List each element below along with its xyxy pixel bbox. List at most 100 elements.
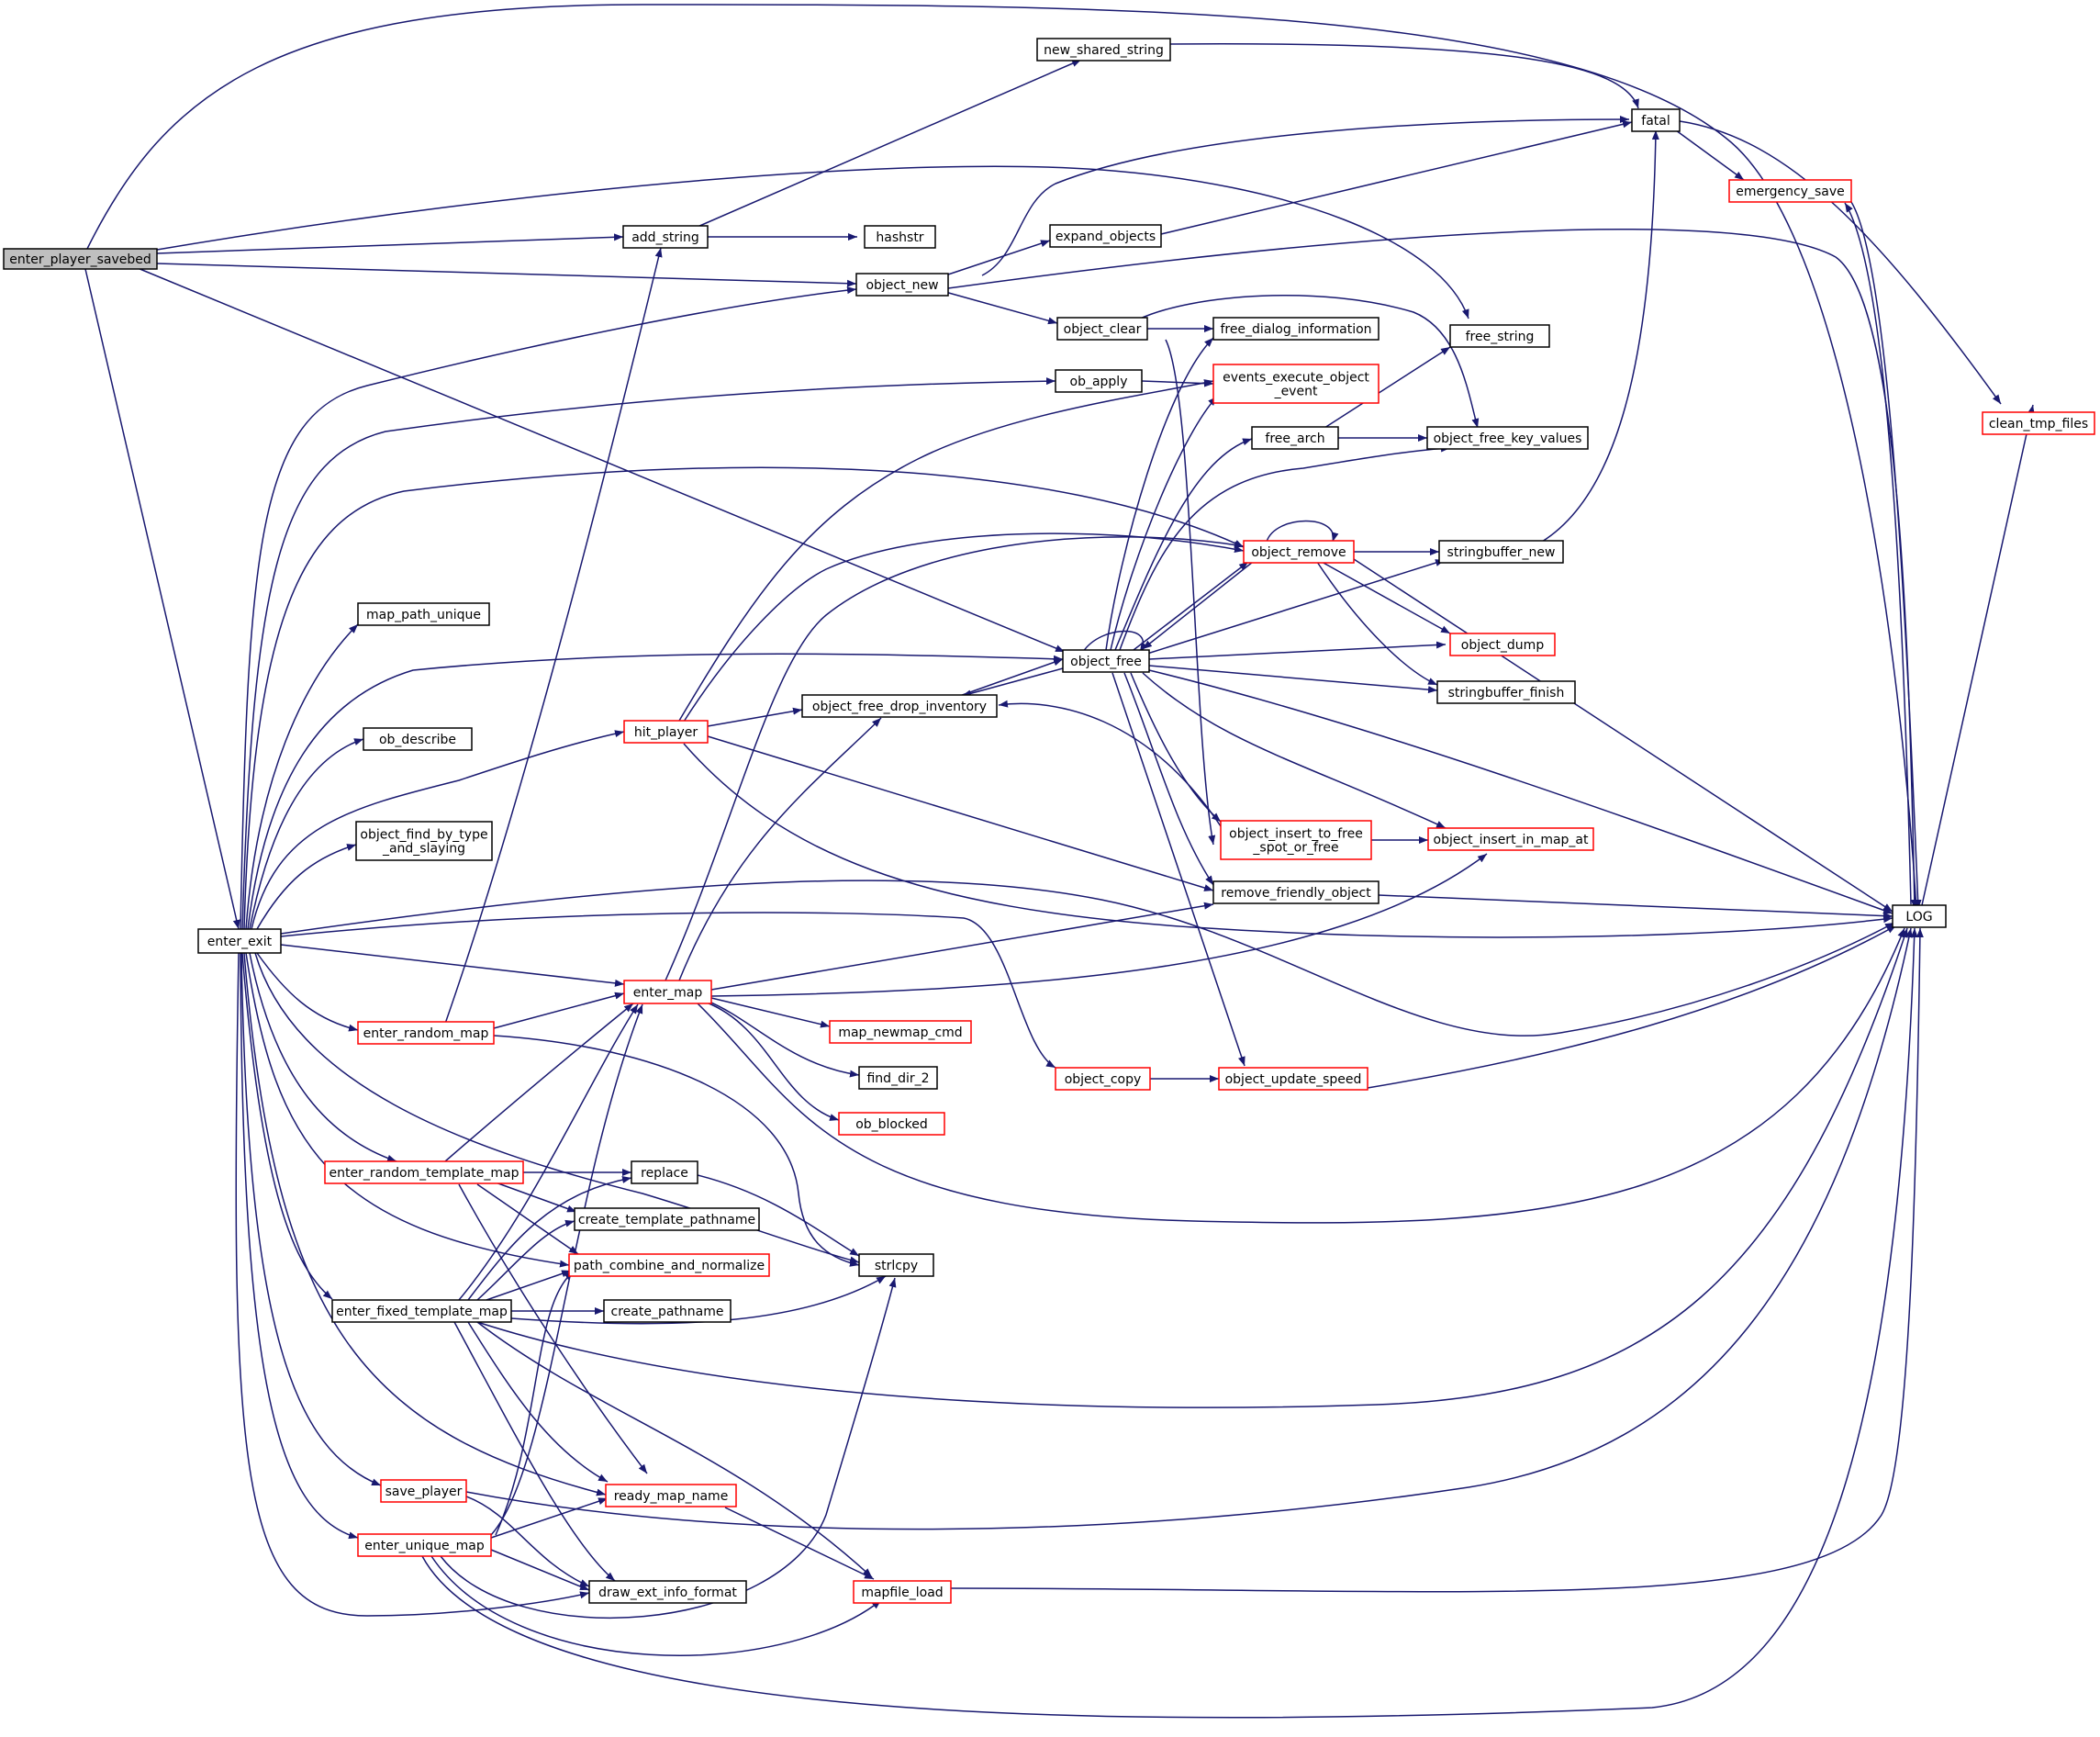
edge-object_remove-object_dump <box>1321 561 1451 634</box>
node-enter_random_map[interactable]: enter_random_map <box>357 1021 495 1045</box>
node-hashstr[interactable]: hashstr <box>864 225 936 249</box>
node-label: map_newmap_cmd <box>838 1025 962 1040</box>
node-label: object_free_drop_inventory <box>812 700 987 714</box>
node-object_free_drop_inventory[interactable]: object_free_drop_inventory <box>801 694 998 718</box>
node-box <box>1982 411 2095 435</box>
edge-add_string-new_shared_string <box>697 59 1082 228</box>
node-enter_player_savebed[interactable]: enter_player_savebed <box>3 248 158 270</box>
node-label: object_insert_to_free <box>1229 827 1363 842</box>
node-object_dump[interactable]: object_dump <box>1449 633 1556 656</box>
node-object_find_by_type_and_slaying[interactable]: object_find_by_type_and_slaying <box>355 821 493 861</box>
node-find_dir_2[interactable]: find_dir_2 <box>858 1066 938 1090</box>
node-remove_friendly_object[interactable]: remove_friendly_object <box>1212 880 1380 904</box>
node-mapfile_load[interactable]: mapfile_load <box>853 1580 952 1604</box>
edge-LOG-clean_tmp_files <box>1921 404 2035 906</box>
edge-enter_random_map-strlcpy <box>493 1035 860 1267</box>
node-label: object_new <box>866 278 938 293</box>
node-label: free_string <box>1466 330 1535 344</box>
node-object_copy[interactable]: object_copy <box>1055 1067 1151 1091</box>
edge-object_free-stringbuffer_new <box>1146 559 1446 655</box>
edge-enter_exit-object_remove <box>243 466 1245 930</box>
node-label: stringbuffer_finish <box>1448 686 1565 700</box>
node-enter_fixed_template_map[interactable]: enter_fixed_template_map <box>331 1299 512 1323</box>
edge-enter_exit-path_combine_and_normalize <box>245 952 570 1268</box>
node-map_newmap_cmd[interactable]: map_newmap_cmd <box>829 1020 972 1044</box>
edge-enter_unique_map-ready_map_name <box>490 1497 609 1539</box>
node-create_template_pathname[interactable]: create_template_pathname <box>574 1207 760 1231</box>
node-replace[interactable]: replace <box>631 1160 698 1184</box>
node-box <box>853 1580 952 1604</box>
node-object_clear[interactable]: object_clear <box>1056 317 1148 341</box>
node-ob_blocked[interactable]: ob_blocked <box>838 1112 945 1136</box>
edge-object_new-expand_objects <box>944 240 1051 276</box>
node-enter_random_template_map[interactable]: enter_random_template_map <box>324 1160 524 1184</box>
node-box <box>1728 179 1852 203</box>
node-ob_apply[interactable]: ob_apply <box>1055 369 1143 393</box>
node-object_new[interactable]: object_new <box>855 273 949 297</box>
node-box <box>1212 317 1380 341</box>
edge-enter_exit-strlcpy <box>254 952 860 1264</box>
edge-object_free_drop_inventory-object_free <box>954 658 1064 699</box>
node-box <box>1220 820 1372 860</box>
edge-object_free-object_dump <box>1148 641 1447 660</box>
node-object_update_speed[interactable]: object_update_speed <box>1218 1067 1368 1091</box>
edge-enter_exit-ready_map_name <box>243 952 607 1496</box>
edge-ready_map_name-mapfile_load <box>724 1507 875 1580</box>
node-ob_describe[interactable]: ob_describe <box>363 727 473 751</box>
node-label: enter_map <box>633 986 703 1001</box>
edge-enter_fixed_template_map-path_combine_and_normalize <box>486 1270 572 1301</box>
node-object_free_key_values[interactable]: object_free_key_values <box>1426 426 1589 450</box>
edge-enter_exit-enter_random_template_map <box>249 952 397 1162</box>
node-box <box>363 727 473 751</box>
node-free_dialog_information[interactable]: free_dialog_information <box>1212 317 1380 341</box>
node-enter_exit[interactable]: enter_exit <box>197 928 282 954</box>
node-clean_tmp_files[interactable]: clean_tmp_files <box>1982 411 2095 435</box>
node-strlcpy[interactable]: strlcpy <box>858 1253 934 1277</box>
node-label: map_path_unique <box>366 608 481 622</box>
edge-enter_fixed_template_map-ready_map_name <box>467 1321 609 1483</box>
node-path_combine_and_normalize[interactable]: path_combine_and_normalize <box>568 1253 770 1277</box>
edge-expand_objects-fatal <box>1160 120 1633 235</box>
edge-hit_player-events_execute_object_event <box>678 379 1214 722</box>
edge-stringbuffer_new-fatal <box>1541 129 1659 543</box>
edge-mapfile_load-LOG <box>950 927 1924 1593</box>
node-new_shared_string[interactable]: new_shared_string <box>1036 38 1171 62</box>
node-label: enter_exit <box>207 935 273 949</box>
node-label: hit_player <box>634 725 698 740</box>
node-map_path_unique[interactable]: map_path_unique <box>357 602 490 626</box>
edge-enter_player_savebed-LOG <box>86 4 1920 910</box>
node-object_insert_to_free_spot_or_free[interactable]: object_insert_to_free_spot_or_free <box>1220 820 1372 860</box>
node-label: ob_blocked <box>855 1117 928 1132</box>
node-label: enter_random_map <box>363 1026 489 1041</box>
edge-object_free-remove_friendly_object <box>1123 672 1214 886</box>
node-stringbuffer_new[interactable]: stringbuffer_new <box>1438 540 1564 564</box>
node-draw_ext_info_format[interactable]: draw_ext_info_format <box>588 1580 747 1604</box>
node-save_player[interactable]: save_player <box>380 1479 467 1503</box>
node-object_remove[interactable]: object_remove <box>1243 540 1355 564</box>
node-box <box>357 602 490 626</box>
node-label: ob_apply <box>1070 375 1128 389</box>
node-box <box>631 1160 698 1184</box>
node-ready_map_name[interactable]: ready_map_name <box>605 1484 737 1507</box>
node-enter_map[interactable]: enter_map <box>623 980 712 1004</box>
node-add_string[interactable]: add_string <box>622 225 709 249</box>
node-expand_objects[interactable]: expand_objects <box>1049 224 1162 248</box>
node-object_free[interactable]: object_free <box>1062 649 1150 673</box>
node-free_string[interactable]: free_string <box>1449 324 1550 348</box>
node-enter_unique_map[interactable]: enter_unique_map <box>357 1533 492 1557</box>
node-hit_player[interactable]: hit_player <box>623 720 709 744</box>
node-emergency_save[interactable]: emergency_save <box>1728 179 1852 203</box>
node-LOG[interactable]: LOG <box>1892 904 1947 928</box>
node-stringbuffer_finish[interactable]: stringbuffer_finish <box>1436 680 1576 704</box>
edge-enter_exit-object_copy <box>280 912 1056 1069</box>
node-box <box>1251 426 1339 450</box>
edge-enter_fixed_template_map-LOG <box>476 927 1908 1408</box>
edge-new_shared_string-fatal <box>1169 43 1639 109</box>
node-free_arch[interactable]: free_arch <box>1251 426 1339 450</box>
node-events_execute_object_event[interactable]: events_execute_object_event <box>1212 364 1380 404</box>
node-create_pathname[interactable]: create_pathname <box>603 1299 732 1323</box>
edge-enter_fixed_template_map-mapfile_load <box>476 1321 873 1578</box>
node-fatal[interactable]: fatal <box>1631 108 1681 132</box>
node-label: _event <box>1274 385 1318 399</box>
node-object_insert_in_map_at[interactable]: object_insert_in_map_at <box>1427 827 1594 851</box>
